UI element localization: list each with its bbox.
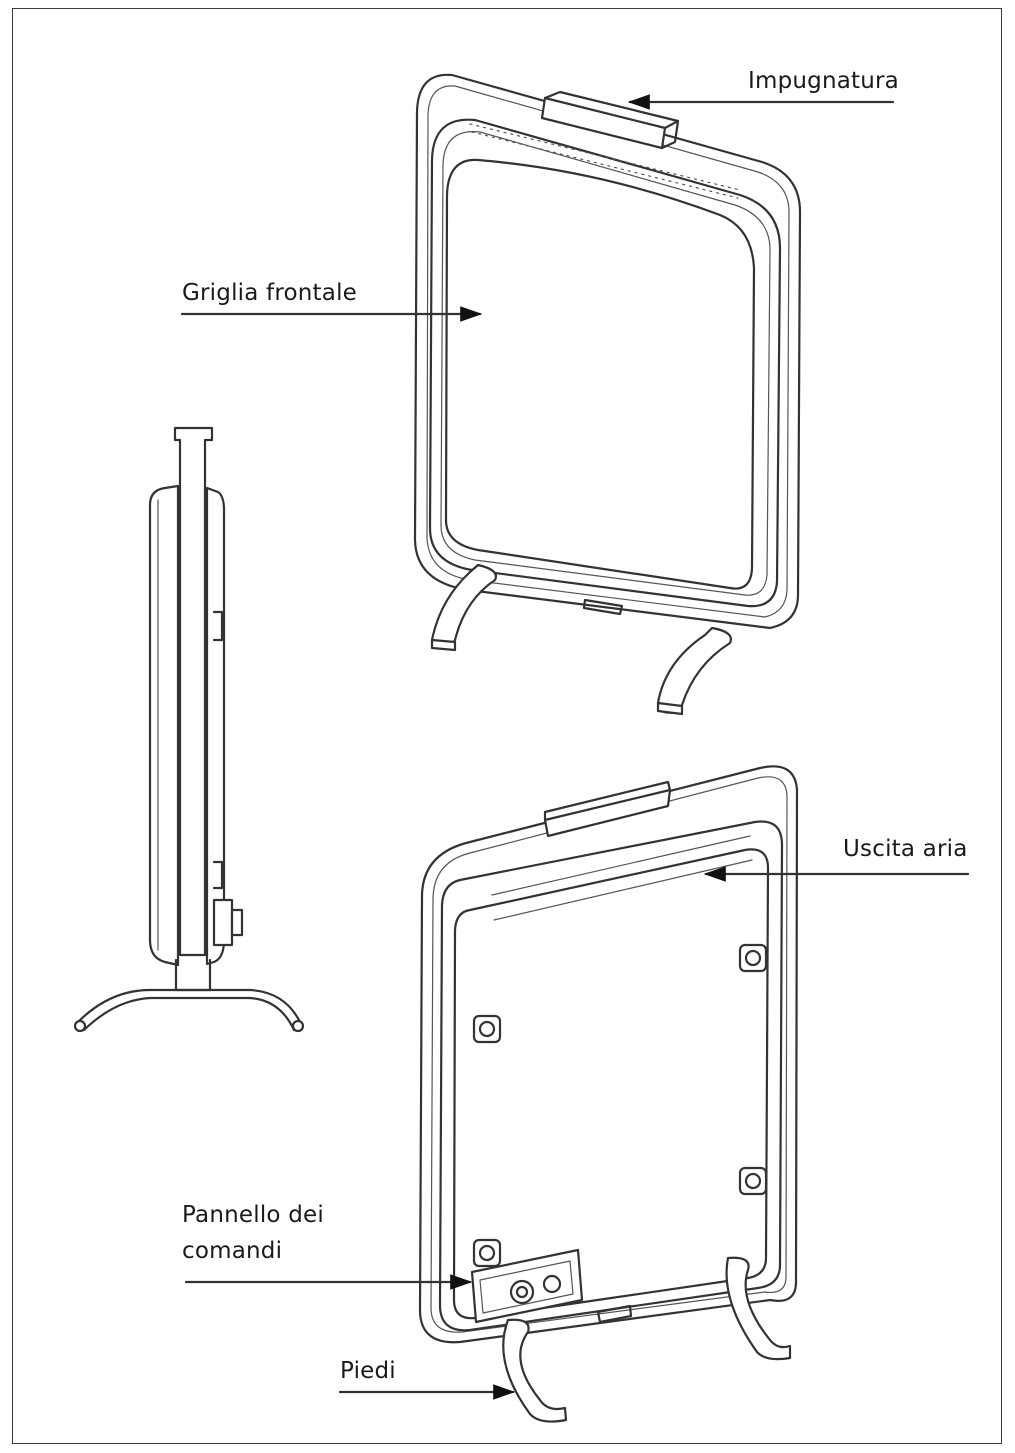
control-panel-label-line2: comandi xyxy=(182,1238,283,1264)
feet-label: Piedi xyxy=(340,1358,396,1384)
front-view-heater xyxy=(413,73,802,716)
front-grille-label: Griglia frontale xyxy=(182,280,358,306)
control-panel xyxy=(470,1248,584,1324)
control-panel-label-line1: Pannello dei xyxy=(182,1202,324,1228)
back-view-heater xyxy=(418,765,799,1423)
figure-frame xyxy=(12,8,1002,1444)
side-view-heater xyxy=(73,426,305,1033)
air-outlet-label: Uscita aria xyxy=(843,836,968,862)
handle-label: Impugnatura xyxy=(748,68,899,94)
